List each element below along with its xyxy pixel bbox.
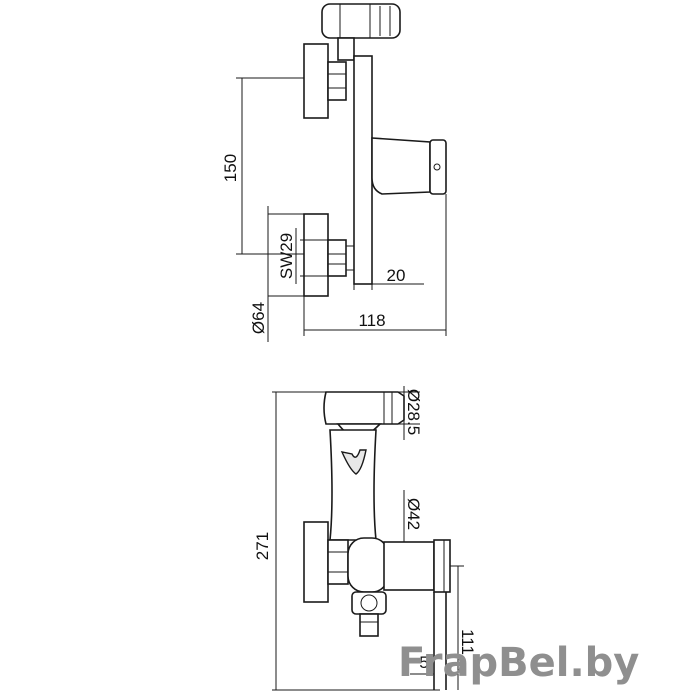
dim-sw29-label: SW29 [277, 233, 296, 279]
dim-20: 20 [353, 266, 424, 290]
watermark: FrapBel.by [398, 640, 639, 686]
valve-body [303, 521, 451, 603]
top-handle [321, 3, 401, 61]
dim-118-label: 118 [358, 311, 385, 330]
spout-housing [371, 137, 431, 195]
dim-150: 150 [221, 77, 304, 255]
dim-42-label: Ø42 [404, 498, 423, 530]
dim-42: Ø42 [403, 490, 423, 542]
upper-rosette [303, 43, 347, 119]
dim-150-label: 150 [221, 154, 240, 182]
body-bar [353, 55, 373, 285]
dim-28-5-label: Ø28.5 [404, 389, 423, 435]
dim-118: 118 [303, 194, 447, 336]
dim-5: 5 [410, 653, 456, 675]
hose-connector [351, 591, 387, 637]
dim-111-label: 111 [458, 629, 477, 655]
lower-rosette [303, 213, 354, 297]
side-view: 271 Ø28.5 Ø42 111 5 [253, 386, 477, 691]
dim-64-label: Ø64 [249, 302, 268, 334]
dim-271: 271 [253, 391, 440, 691]
top-view: 150 SW29 20 Ø64 118 [221, 3, 447, 342]
dim-5-label: 5 [419, 653, 428, 672]
dim-20-label: 20 [387, 266, 406, 285]
dim-28-5: Ø28.5 [398, 386, 423, 440]
holder [329, 429, 377, 541]
dim-sw29: SW29 [277, 228, 330, 284]
dim-111: 111 [450, 565, 477, 690]
dim-64: Ø64 [249, 206, 304, 342]
dim-271-label: 271 [253, 532, 272, 560]
